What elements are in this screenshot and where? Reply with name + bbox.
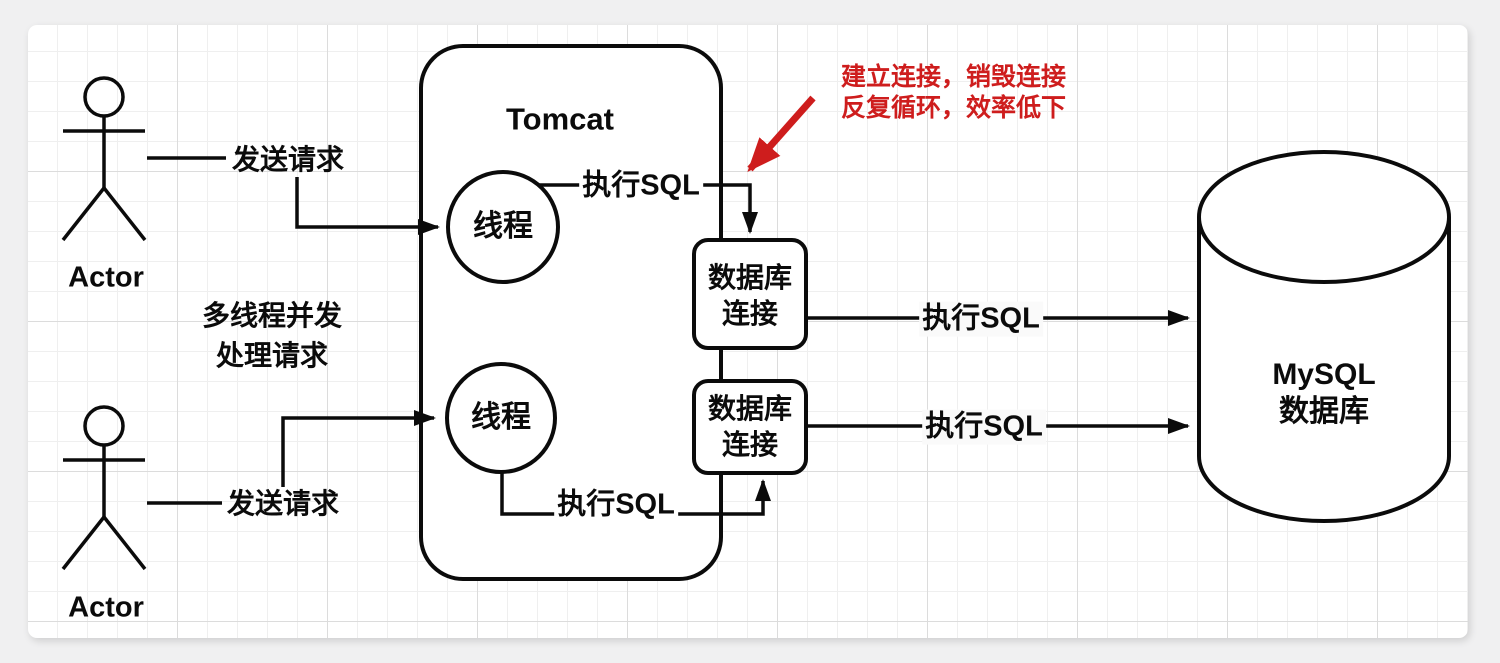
edge-label-exec-sql-conn-top: 执行SQL	[919, 301, 1043, 337]
actor-bottom-label: Actor	[68, 591, 144, 624]
mysql-cylinder-top	[1197, 150, 1451, 284]
edge-send-request-top-arrow	[295, 177, 440, 235]
actor-top-figure	[61, 76, 147, 242]
db-connection-top-label: 数据库 连接	[707, 262, 793, 329]
annotation-red-arrow	[747, 95, 816, 172]
mysql-cylinder-body	[1197, 217, 1451, 523]
db-connection-top-box	[692, 238, 808, 350]
thread-bottom-label: 线程	[471, 401, 531, 434]
annotation-text: 建立连接，销毁连接 反复循环，效率低下	[841, 63, 1067, 122]
edge-label-send-request-top: 发送请求	[231, 144, 345, 176]
thread-top-circle	[446, 170, 560, 284]
mysql-label: MySQL 数据库	[1272, 358, 1376, 428]
edge-send-request-bottom-arrow	[281, 410, 436, 487]
edge-label-send-request-bottom: 发送请求	[226, 488, 340, 520]
edge-label-exec-sql-thread-top: 执行SQL	[579, 168, 703, 204]
concurrency-caption: 多线程并发 处理请求	[201, 300, 343, 371]
actor-top-label: Actor	[68, 261, 144, 294]
tomcat-title: Tomcat	[506, 101, 614, 137]
db-connection-bottom-label: 数据库 连接	[707, 393, 793, 460]
edge-label-exec-sql-thread-bottom: 执行SQL	[554, 487, 678, 523]
thread-top-label: 线程	[473, 210, 533, 243]
actor-bottom-figure	[61, 405, 147, 571]
thread-bottom-circle	[445, 362, 557, 474]
edge-label-exec-sql-conn-bottom: 执行SQL	[922, 409, 1046, 445]
